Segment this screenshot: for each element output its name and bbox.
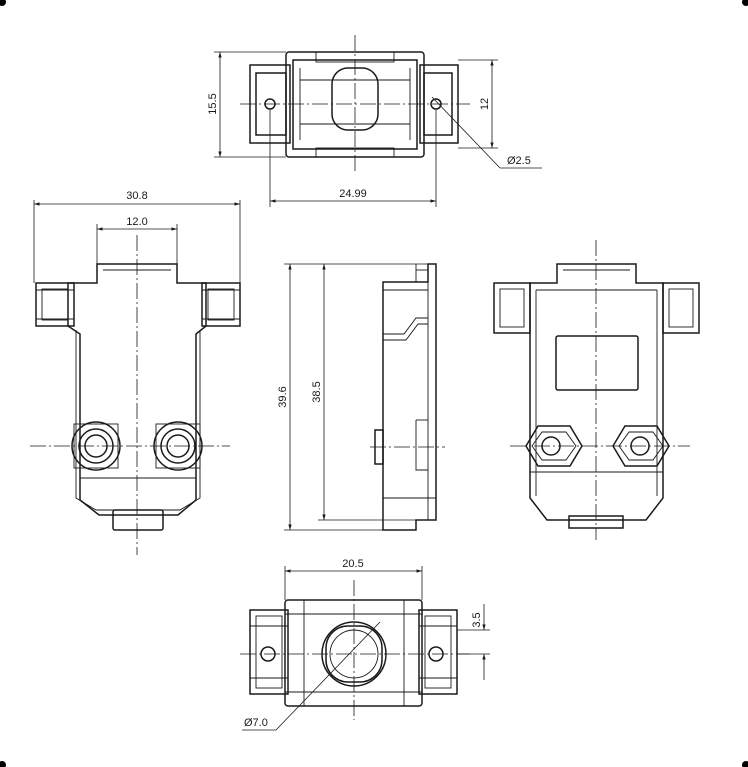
front-view bbox=[30, 235, 241, 555]
dim-bottom-port-dia: Ø7.0 bbox=[244, 717, 268, 729]
bottom-view bbox=[240, 580, 470, 720]
front-view-dimensions bbox=[33, 200, 241, 283]
side-view bbox=[370, 263, 445, 531]
dim-top-hole-dia: Ø2.5 bbox=[507, 155, 531, 167]
dim-side-inner-height: 38.5 bbox=[311, 381, 323, 402]
dim-top-inner-height: 12 bbox=[479, 98, 491, 110]
dim-top-hole-spacing: 24.99 bbox=[339, 188, 367, 200]
top-view-dimensions bbox=[214, 51, 542, 207]
top-view bbox=[240, 35, 470, 172]
dim-front-width: 30.8 bbox=[126, 190, 147, 202]
dim-top-height: 15.5 bbox=[207, 93, 219, 114]
bottom-view-dimensions bbox=[242, 566, 490, 731]
dim-side-height: 39.6 bbox=[277, 386, 289, 407]
dim-bottom-width: 20.5 bbox=[342, 558, 363, 570]
dim-front-inner-width: 12.0 bbox=[126, 216, 147, 228]
side-view-dimensions bbox=[284, 263, 428, 531]
rear-view bbox=[493, 240, 700, 540]
dim-bottom-offset: 3.5 bbox=[471, 612, 483, 627]
